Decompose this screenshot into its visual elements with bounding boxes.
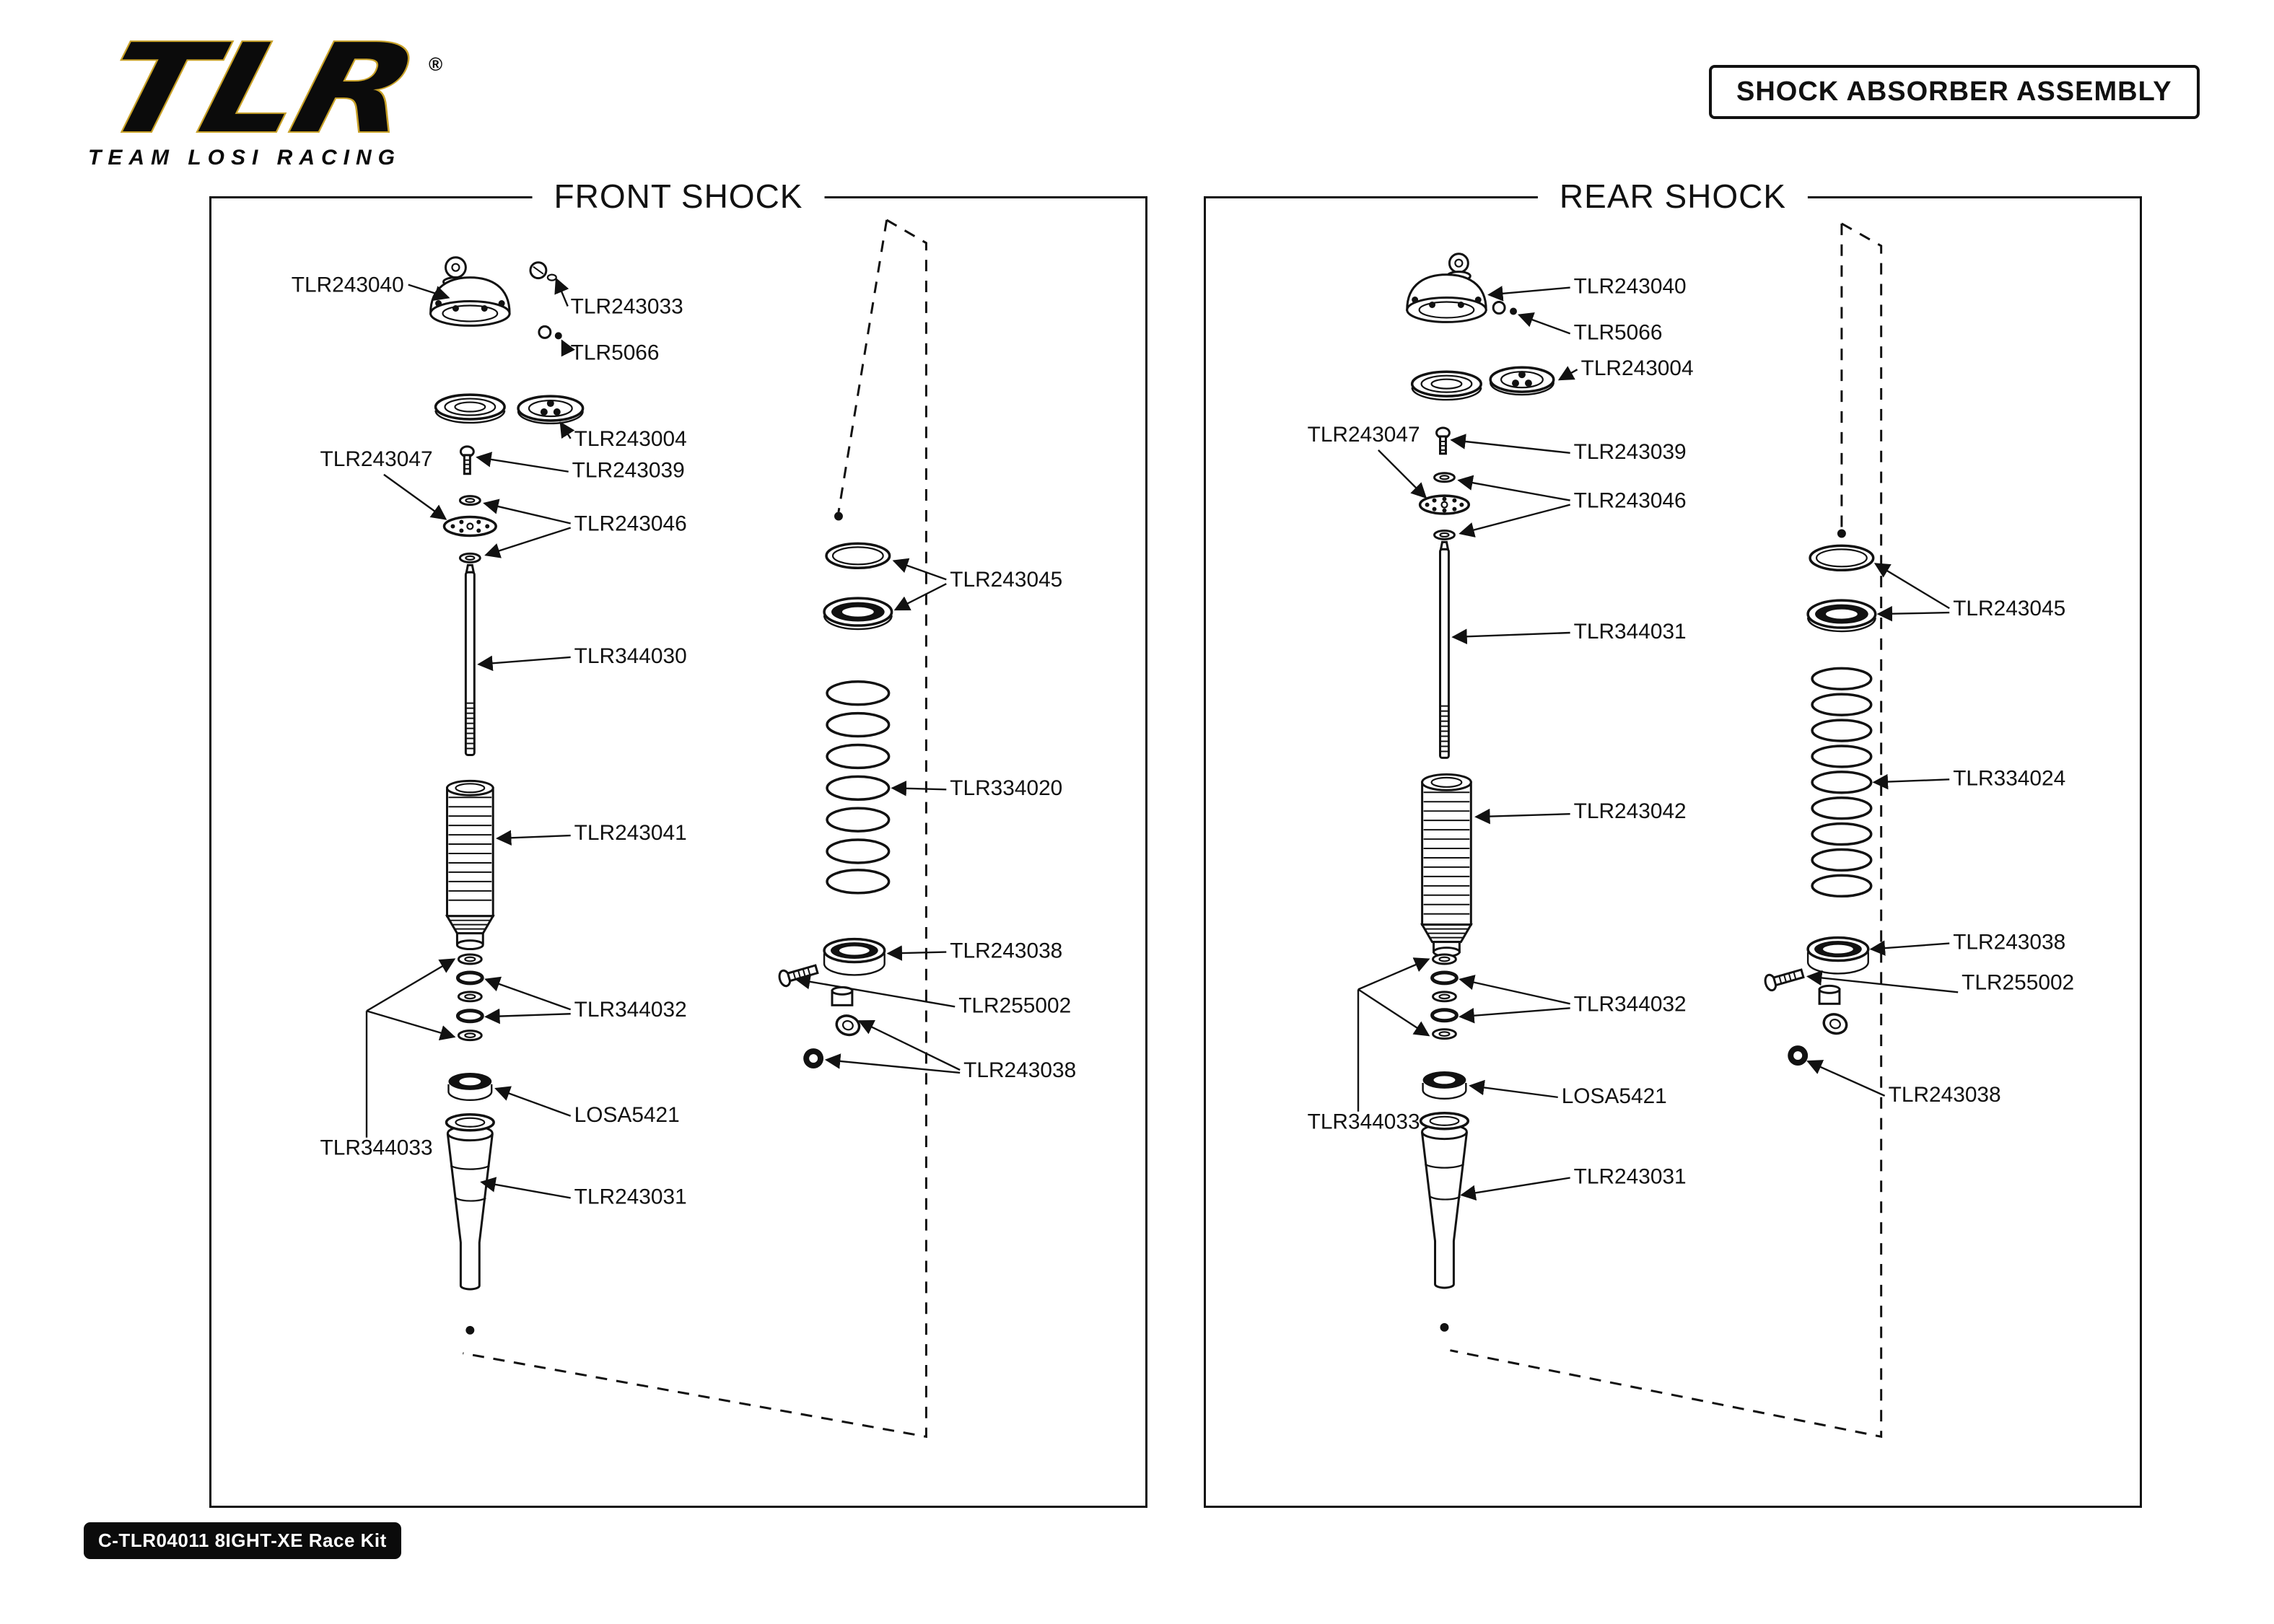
rear-shock-boot <box>1419 1112 1470 1289</box>
rear-label-spring-retainer: TLR243045 <box>1953 597 2065 620</box>
rear-label-body: TLR243042 <box>1574 799 1687 823</box>
front-spring <box>826 680 891 895</box>
rear-leader-lines <box>1357 286 1959 1201</box>
front-panel-title: FRONT SHOCK <box>532 177 825 216</box>
front-cap-fitting <box>538 325 562 340</box>
sheet-title: SHOCK ABSORBER ASSEMBLY <box>1736 76 2172 107</box>
front-label-shaft: TLR344030 <box>574 644 687 668</box>
rear-label-cap: TLR243040 <box>1574 275 1687 299</box>
rear-spring <box>1811 667 1873 898</box>
rear-label-spring: TLR334024 <box>1953 766 2065 790</box>
front-shock-panel: FRONT SHOCK <box>209 177 1147 1508</box>
logo-acronym-group: TLR <box>87 17 429 162</box>
rear-label-spring-cup: TLR243038 <box>1953 931 2065 954</box>
rear-shock-body <box>1420 773 1473 958</box>
front-label-spring-cup: TLR243038 <box>950 939 1062 962</box>
front-rod-end-screw <box>778 964 819 988</box>
front-pivot-bushing <box>803 1048 824 1069</box>
front-label-rod-end: TLR243038 <box>963 1058 1076 1082</box>
rear-label-spring-adjuster: TLR243004 <box>1581 356 1694 380</box>
front-shaft-seal <box>447 1072 493 1102</box>
rear-part-labels: TLR243040 TLR5066 TLR243004 TLR243047 TL… <box>1308 275 2075 1189</box>
front-label-shaft-seal: LOSA5421 <box>574 1103 680 1127</box>
front-label-bleed-screw: TLR243033 <box>571 294 683 318</box>
front-label-spring: TLR334020 <box>950 776 1062 800</box>
front-piston-screw <box>459 445 475 475</box>
front-rod-end <box>831 986 861 1037</box>
kit-label: C-TLR04011 8IGHT-XE Race Kit <box>98 1529 387 1551</box>
front-assembly-dot <box>465 1325 475 1335</box>
rear-label-cap-fitting: TLR5066 <box>1574 320 1663 344</box>
rear-rod-end <box>1818 984 1848 1035</box>
rear-label-rod-end-screw: TLR255002 <box>1962 970 2074 994</box>
front-spring-cup <box>823 937 886 976</box>
tlr-logo-graphic: TLR ® TEAM LOSI RACING <box>87 17 442 170</box>
rear-label-washers: TLR344033 <box>1308 1110 1420 1134</box>
front-piston <box>442 515 497 537</box>
front-seal-stack <box>455 953 484 1042</box>
rear-cap-fitting <box>1492 301 1518 315</box>
front-shock-shaft <box>464 563 476 756</box>
rear-shock-cap <box>1406 253 1487 323</box>
rear-label-piston-screw: TLR243039 <box>1574 440 1687 464</box>
front-label-orings: TLR344032 <box>574 998 687 1022</box>
rear-shock-panel: REAR SHOCK <box>1204 177 2142 1508</box>
rear-label-shaft: TLR344031 <box>1574 620 1687 644</box>
rear-assembly-dot <box>1440 1322 1449 1332</box>
front-part-labels: TLR243040 TLR243033 TLR5066 TLR243004 TL… <box>292 273 1076 1209</box>
front-label-body: TLR243041 <box>574 821 687 845</box>
rear-pivot-bushing <box>1788 1045 1809 1066</box>
sheet-title-box: SHOCK ABSORBER ASSEMBLY <box>1709 65 2200 119</box>
rear-label-piston-washers: TLR243046 <box>1574 489 1687 513</box>
front-piston-washer-bottom <box>458 552 481 563</box>
rear-spring-retainer <box>1806 544 1877 633</box>
logo-acronym: TLR <box>89 40 428 161</box>
front-piston-washer-top <box>458 495 481 506</box>
front-spring-adjuster-nut <box>517 395 585 425</box>
rear-label-rod-end: TLR243038 <box>1889 1083 2001 1107</box>
front-shock-body <box>445 779 495 951</box>
front-label-boot: TLR243031 <box>574 1185 687 1208</box>
tlr-logo: TLR ® TEAM LOSI RACING <box>78 17 482 181</box>
front-label-piston: TLR243047 <box>320 447 433 471</box>
front-label-spring-retainer: TLR243045 <box>950 568 1062 592</box>
front-shock-boot <box>445 1113 495 1291</box>
rear-label-piston: TLR243047 <box>1308 423 1420 447</box>
rear-rod-end-screw <box>1764 968 1805 992</box>
front-label-cap-fitting: TLR5066 <box>571 341 660 364</box>
front-shock-cap <box>429 256 511 327</box>
front-spring-retainer <box>823 542 893 631</box>
front-label-rod-end-screw: TLR255002 <box>958 993 1071 1017</box>
front-label-piston-screw: TLR243039 <box>572 459 685 483</box>
front-label-piston-washers: TLR243046 <box>574 512 687 535</box>
rear-piston <box>1418 494 1471 515</box>
rear-dashed-assembly-lines <box>1450 222 1883 1439</box>
rear-label-boot: TLR243031 <box>1574 1164 1687 1188</box>
rear-seal-collar <box>1410 370 1482 401</box>
rear-label-shaft-seal: LOSA5421 <box>1562 1084 1667 1108</box>
front-label-washers: TLR344033 <box>320 1136 433 1160</box>
kit-badge: C-TLR04011 8IGHT-XE Race Kit <box>84 1522 401 1559</box>
rear-label-orings: TLR344032 <box>1574 992 1687 1016</box>
front-seal-collar <box>434 393 506 424</box>
front-dashed-assembly-lines <box>463 219 927 1439</box>
logo-registered-mark: ® <box>429 53 442 75</box>
rear-panel-title: REAR SHOCK <box>1537 177 1809 216</box>
rear-shaft-seal <box>1422 1071 1467 1100</box>
front-shock-diagram: TLR243040 TLR243033 TLR5066 TLR243004 TL… <box>292 219 1076 1439</box>
rear-piston-washer-bottom <box>1433 529 1456 540</box>
front-label-spring-adjuster: TLR243004 <box>574 427 687 451</box>
logo-subtitle: TEAM LOSI RACING <box>88 146 401 170</box>
front-bleed-screw <box>529 261 557 281</box>
rear-spring-adjuster-nut <box>1489 366 1555 396</box>
rear-shock-shaft <box>1439 540 1450 759</box>
front-label-cap: TLR243040 <box>292 273 404 297</box>
rear-piston-washer-top <box>1433 472 1456 483</box>
rear-spring-cup <box>1806 936 1870 975</box>
front-leader-lines <box>365 277 961 1199</box>
rear-seal-stack <box>1430 953 1459 1040</box>
rear-shock-diagram: TLR243040 TLR5066 TLR243004 TLR243047 TL… <box>1308 222 2075 1439</box>
rear-piston-screw <box>1435 426 1451 455</box>
